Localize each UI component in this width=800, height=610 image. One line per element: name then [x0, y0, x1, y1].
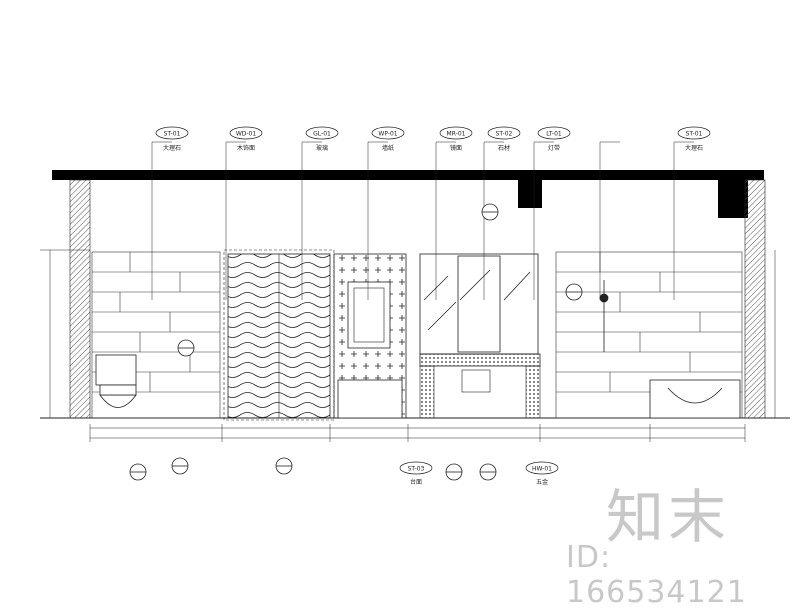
- material-callout-bottom: ST-03 台面: [399, 461, 433, 486]
- material-callout: LT-01 灯带: [533, 126, 571, 300]
- beam-drop-2: [718, 180, 748, 218]
- callout-code: WP-01: [378, 131, 397, 138]
- callout-label: 大理石: [163, 144, 181, 152]
- material-callout: ST-01 大理石: [151, 126, 189, 300]
- framed-art: [347, 281, 391, 349]
- callout-code: ST-02: [496, 131, 513, 138]
- material-callout: WD-01 木饰面: [225, 126, 263, 300]
- callout-label: 大理石: [685, 144, 703, 152]
- left-wall: [69, 179, 91, 419]
- callout-code: WD-01: [236, 131, 257, 138]
- material-callout: ST-01 大理石: [673, 126, 711, 300]
- callout-code: ST-01: [686, 131, 703, 138]
- callout-label: 台面: [410, 478, 422, 486]
- right-wall: [744, 179, 766, 419]
- beam-drop-1: [518, 180, 542, 208]
- callout-code: LT-01: [546, 131, 562, 138]
- material-callout: [599, 141, 620, 300]
- dimension-lines: [49, 250, 776, 442]
- bottom-callouts: ST-03 台面 HW-01 五金: [399, 461, 559, 486]
- section-markers: [129, 203, 583, 481]
- callout-label: 灯带: [548, 144, 560, 152]
- vanity-counter: [419, 353, 541, 367]
- callout-code: GL-01: [313, 131, 331, 138]
- callout-label: 木饰面: [237, 144, 255, 152]
- material-callout: GL-01 玻璃: [301, 126, 339, 300]
- callout-code: HW-01: [532, 466, 552, 473]
- callout-label: 玻璃: [316, 144, 328, 152]
- ceiling-beam: [52, 170, 764, 180]
- callout-label: 五金: [536, 478, 548, 486]
- material-callout-bottom: HW-01 五金: [525, 461, 559, 486]
- mirror-vanity: [419, 253, 539, 355]
- shower-fixture: [599, 280, 609, 352]
- callout-label: 墙纸: [382, 144, 394, 152]
- callout-label: 石材: [498, 144, 510, 152]
- top-callouts: ST-01 大理石 WD-01 木饰面 GL-01 玻璃 WP-01 墙纸 MR-01 镜面 ST-…: [151, 126, 711, 300]
- callout-code: MR-01: [447, 131, 466, 138]
- callout-code: ST-03: [408, 466, 425, 473]
- material-callout: ST-02 石材: [483, 126, 521, 300]
- bathtub-fixture: [649, 379, 741, 419]
- watermark-logo: 知末: [606, 483, 731, 551]
- callout-label: 镜面: [450, 144, 462, 152]
- material-callout: WP-01 墙纸: [367, 126, 405, 300]
- toilet-fixture: [95, 354, 137, 408]
- material-callout: MR-01 镜面: [435, 126, 473, 300]
- right-tile-wall: [555, 251, 743, 419]
- callout-code: ST-01: [164, 131, 181, 138]
